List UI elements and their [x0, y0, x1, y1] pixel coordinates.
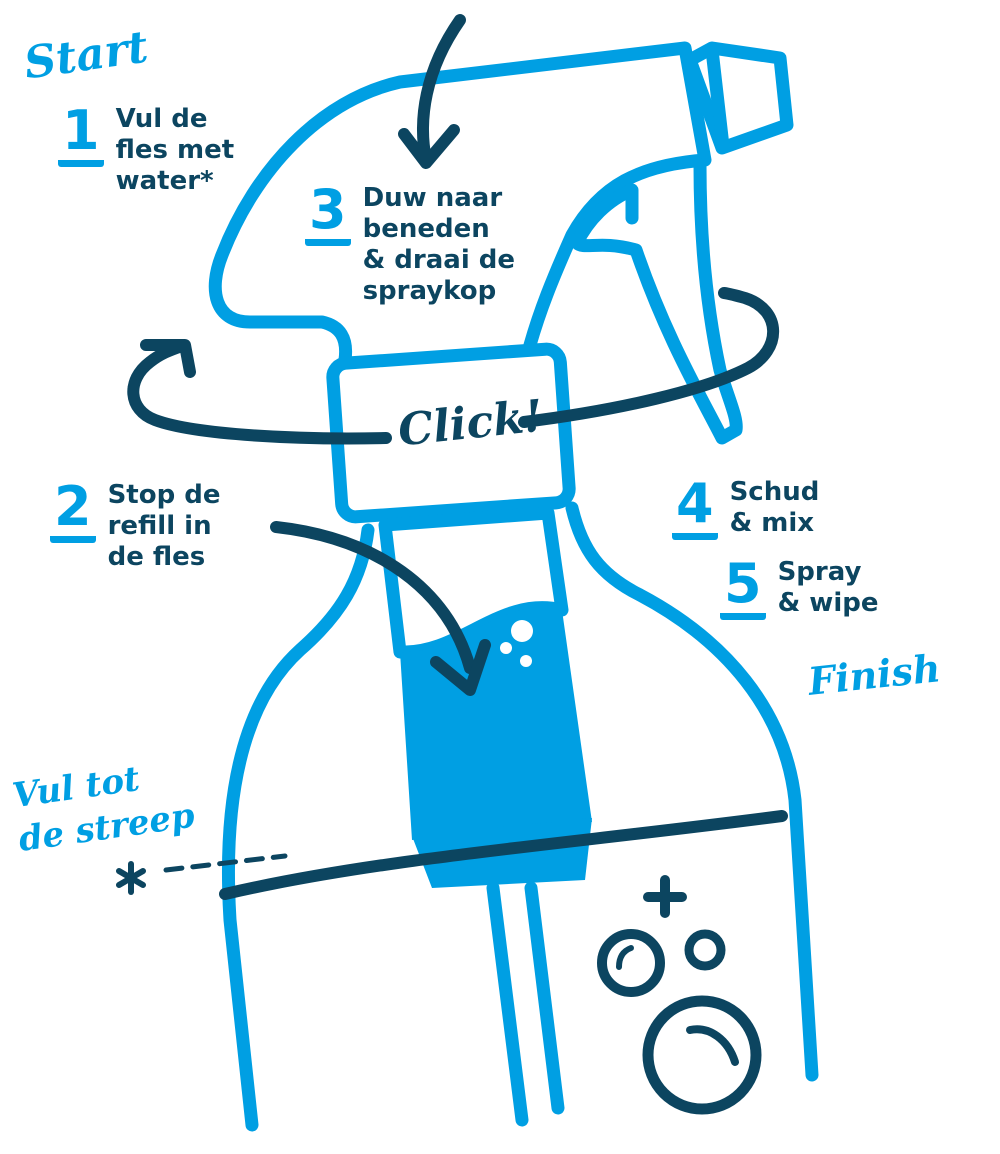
- asterisk-icon: [116, 861, 146, 895]
- step-text: Vul de fles met water*: [115, 104, 235, 196]
- step-1: 1 Vul de fles met water*: [58, 104, 234, 197]
- step-number: 5: [720, 557, 766, 620]
- dip-tube: [486, 881, 565, 1127]
- refill-cartridge: [378, 506, 592, 888]
- step-4: 4 Schud & mix: [672, 477, 819, 540]
- step-text: Schud & mix: [729, 477, 820, 538]
- step-number: 4: [672, 477, 718, 540]
- step-text: Spray & wipe: [777, 557, 879, 618]
- step-text: Duw naar beneden & draai de spraykop: [362, 183, 516, 306]
- step-3: 3 Duw naar beneden & draai de spraykop: [305, 183, 515, 307]
- insert-refill-arrow: [270, 521, 491, 696]
- fill-line: [219, 810, 788, 900]
- step-2: 2 Stop de refill in de fles: [50, 480, 221, 573]
- step-5: 5 Spray & wipe: [720, 557, 878, 620]
- fill-line-pointer: [163, 853, 288, 873]
- rotate-arrow: [127, 287, 780, 445]
- step-number: 3: [305, 183, 351, 246]
- bubbles-icon: [597, 929, 762, 1115]
- bottle-outline: [221, 501, 819, 1132]
- press-down-arrow: [398, 14, 466, 169]
- plus-icon: [643, 875, 687, 918]
- step-number: 1: [58, 104, 104, 167]
- step-text: Stop de refill in de fles: [107, 480, 221, 572]
- step-number: 2: [50, 480, 96, 543]
